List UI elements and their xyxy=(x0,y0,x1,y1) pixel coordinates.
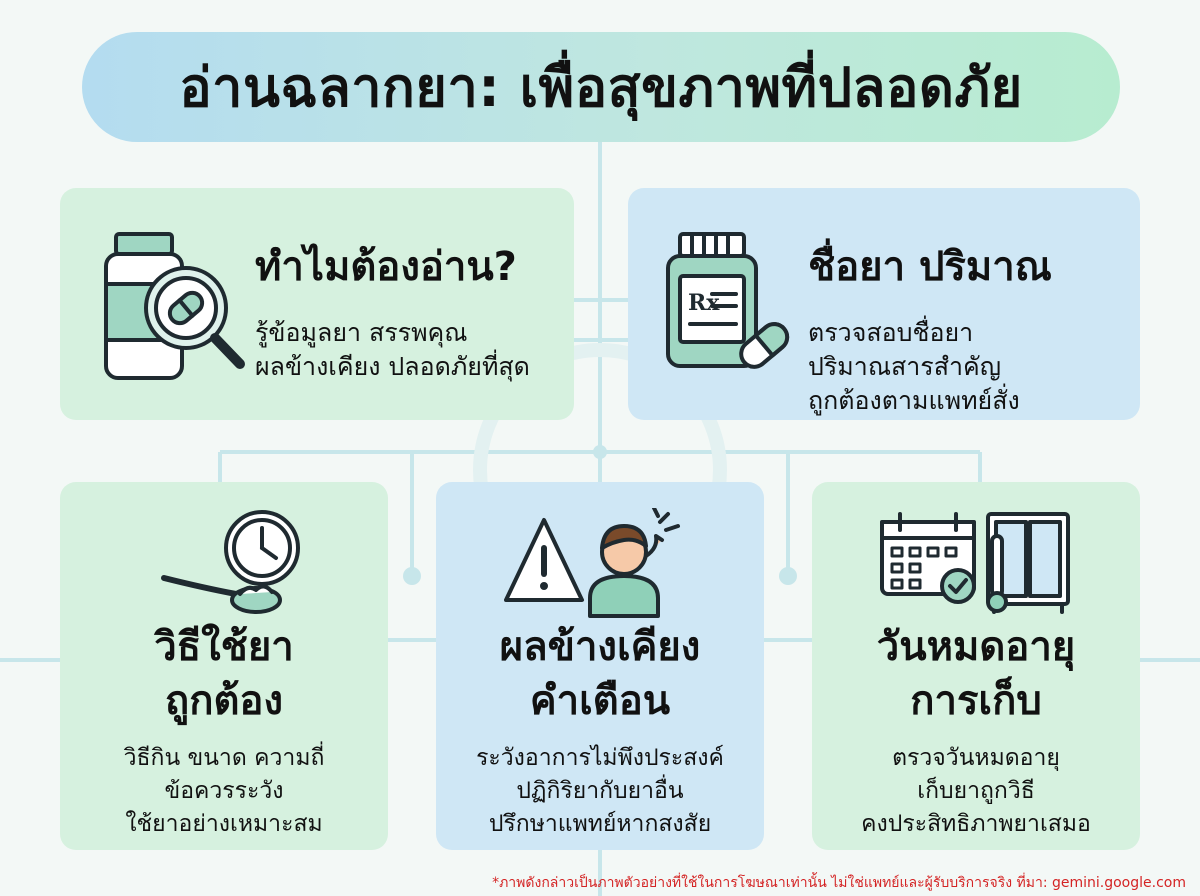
card-use-line: ข้อควรระวัง xyxy=(164,778,284,804)
card-use-line: ใช้ยาอย่างเหมาะสม xyxy=(125,811,323,837)
card-expiry-storage: วันหมดอายุ การเก็บ ตรวจวันหมดอายุ เก็บยา… xyxy=(812,482,1140,850)
card-why-line: รู้ข้อมูลยา สรรพคุณ xyxy=(255,318,468,347)
card-why-heading: ทำไมต้องอ่าน? xyxy=(255,244,517,290)
card-exp-line: คงประสิทธิภาพยาเสมอ xyxy=(861,811,1091,837)
card-why-read: ทำไมต้องอ่าน? รู้ข้อมูลยา สรรพคุณ ผลข้าง… xyxy=(60,188,574,420)
card-name-line: ถูกต้องตามแพทย์สั่ง xyxy=(808,386,1020,415)
title-banner: อ่านฉลากยา: เพื่อสุขภาพที่ปลอดภัย xyxy=(82,32,1120,142)
disclaimer-text: *ภาพดังกล่าวเป็นภาพตัวอย่างที่ใช้ในการโฆ… xyxy=(492,875,1186,891)
card-exp-line: เก็บยาถูกวิธี xyxy=(917,778,1035,804)
card-use-heading: วิธีใช้ยา xyxy=(154,624,294,670)
card-name-line: ตรวจสอบชื่อยา xyxy=(808,318,974,347)
card-exp-line: ตรวจวันหมดอายุ xyxy=(892,745,1060,771)
card-side-line: ระวังอาการไม่พึงประสงค์ xyxy=(476,745,724,771)
card-side-heading: คำเตือน xyxy=(529,678,671,724)
card-exp-heading: วันหมดอายุ xyxy=(876,624,1076,670)
card-name-line: ปริมาณสารสำคัญ xyxy=(808,352,1002,381)
card-name-heading: ชื่อยา ปริมาณ xyxy=(808,244,1052,290)
card-use-line: วิธีกิน ขนาด ความถี่ xyxy=(123,745,325,771)
card-correct-usage: วิธีใช้ยา ถูกต้อง วิธีกิน ขนาด ความถี่ ข… xyxy=(60,482,388,850)
medicine-bottle-magnifier-icon xyxy=(104,232,245,380)
rx-bottle-capsule-icon: Rx xyxy=(666,232,790,369)
page-title: อ่านฉลากยา: เพื่อสุขภาพที่ปลอดภัย xyxy=(179,56,1023,119)
card-side-effects: ผลข้างเคียง คำเตือน ระวังอาการไม่พึงประส… xyxy=(436,482,764,850)
warning-headache-icon xyxy=(504,508,680,618)
card-why-line: ผลข้างเคียง ปลอดภัยที่สุด xyxy=(255,352,530,381)
clock-spoon-icon xyxy=(161,510,300,614)
card-side-line: ปรึกษาแพทย์หากสงสัย xyxy=(488,811,712,837)
rx-label: Rx xyxy=(688,290,720,316)
card-use-heading: ถูกต้อง xyxy=(165,678,283,724)
calendar-thermometer-cabinet-icon xyxy=(880,512,1070,614)
card-drug-name-dosage: Rx ชื่อยา ปริมาณ ตรวจสอบชื่อยา ปริมาณสาร… xyxy=(628,188,1140,420)
card-side-heading: ผลข้างเคียง xyxy=(499,624,701,670)
card-exp-heading: การเก็บ xyxy=(910,678,1042,724)
card-side-line: ปฏิกิริยากับยาอื่น xyxy=(516,778,684,804)
